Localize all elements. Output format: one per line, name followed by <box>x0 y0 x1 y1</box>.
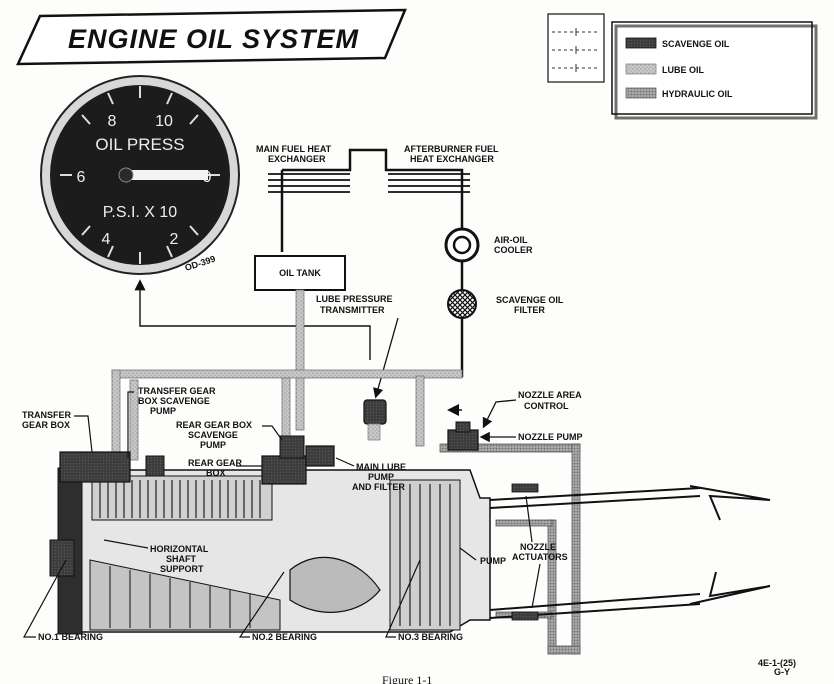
legend-swatch-hydraulic <box>626 88 656 98</box>
label-main-fuel-hx-1: MAIN FUEL HEAT <box>256 144 332 154</box>
gauge-tick-8: 8 <box>108 113 117 130</box>
gauge-units: P.S.I. X 10 <box>103 204 178 221</box>
label-rear-gear-box-1: REAR GEAR <box>188 458 243 468</box>
label-nozzle-area-control-2: CONTROL <box>524 401 569 411</box>
label-main-lube-pump-3: AND FILTER <box>352 482 405 492</box>
nozzle-pump <box>448 422 478 450</box>
label-no3-bearing: NO.3 BEARING <box>398 632 463 642</box>
figure-caption: Figure 1-1 <box>382 673 432 684</box>
diagram-title: ENGINE OIL SYSTEM <box>68 24 359 54</box>
label-rear-gear-box-2: BOX <box>206 468 226 478</box>
label-lube-transmitter-1: LUBE PRESSURE <box>316 294 393 304</box>
main-fuel-heat-exchanger <box>268 174 350 192</box>
label-oil-tank: OIL TANK <box>279 268 321 278</box>
lube-pressure-transmitter <box>364 400 386 424</box>
label-no1-bearing: NO.1 BEARING <box>38 632 103 642</box>
label-nozzle-area-control-1: NOZZLE AREA <box>518 390 582 400</box>
label-transfer-gear-box-1: TRANSFER <box>22 410 71 420</box>
gauge-tick-2: 2 <box>170 231 179 248</box>
label-horizontal-shaft-3: SUPPORT <box>160 564 204 574</box>
legend-label-lube: LUBE OIL <box>662 65 705 75</box>
label-tgb-scavenge-pump-1: TRANSFER GEAR <box>138 386 216 396</box>
label-nozzle-pump: NOZZLE PUMP <box>518 432 583 442</box>
label-rgb-scavenge-pump-2: SCAVENGE <box>188 430 238 440</box>
title-banner: ENGINE OIL SYSTEM <box>18 10 405 64</box>
gauge-tick-4: 4 <box>102 231 111 248</box>
legend: SCAVENGE OIL LUBE OIL HYDRAULIC OIL <box>548 14 816 118</box>
air-oil-cooler <box>446 229 478 261</box>
label-main-lube-pump-1: MAIN LUBE <box>356 462 406 472</box>
legend-swatch-scavenge <box>626 38 656 48</box>
engine-body <box>58 468 490 634</box>
label-air-oil-cooler-1: AIR-OIL <box>494 235 528 245</box>
main-lube-pump <box>306 446 334 466</box>
label-air-oil-cooler-2: COOLER <box>494 245 533 255</box>
label-horizontal-shaft-2: SHAFT <box>166 554 196 564</box>
afterburner-fuel-heat-exchanger <box>388 174 470 192</box>
label-pump: PUMP <box>480 556 506 566</box>
label-rgb-scavenge-pump-1: REAR GEAR BOX <box>176 420 252 430</box>
legend-swatch-lube <box>626 64 656 74</box>
label-rgb-scavenge-pump-3: PUMP <box>200 440 226 450</box>
label-nozzle-actuators-1: NOZZLE <box>520 542 556 552</box>
gauge-tick-6: 6 <box>77 169 86 186</box>
label-main-fuel-hx-2: EXCHANGER <box>268 154 326 164</box>
label-tgb-scavenge-pump-2: BOX SCAVENGE <box>138 396 210 406</box>
label-transfer-gear-box-2: GEAR BOX <box>22 420 70 430</box>
label-scavenge-filter-1: SCAVENGE OIL <box>496 295 564 305</box>
transfer-gear-box-scavenge-pump <box>146 456 164 476</box>
label-scavenge-filter-2: FILTER <box>514 305 545 315</box>
label-tgb-scavenge-pump-3: PUMP <box>150 406 176 416</box>
label-lube-transmitter-2: TRANSMITTER <box>320 305 385 315</box>
legend-label-hydraulic: HYDRAULIC OIL <box>662 89 733 99</box>
label-no2-bearing: NO.2 BEARING <box>252 632 317 642</box>
rear-gear-box <box>262 436 306 484</box>
oil-pressure-gauge: OIL PRESS P.S.I. X 10 8 10 6 0 4 2 OD-39… <box>41 76 239 274</box>
figure-code-2: G-Y <box>774 667 790 677</box>
label-ab-fuel-hx-1: AFTERBURNER FUEL <box>404 144 499 154</box>
gauge-needle <box>126 170 208 180</box>
label-horizontal-shaft-1: HORIZONTAL <box>150 544 209 554</box>
scavenge-oil-filter <box>448 290 476 318</box>
label-main-lube-pump-2: PUMP <box>368 472 394 482</box>
gauge-tick-10: 10 <box>155 113 173 130</box>
label-ab-fuel-hx-2: HEAT EXCHANGER <box>410 154 494 164</box>
label-nozzle-actuators-2: ACTUATORS <box>512 552 568 562</box>
gauge-label: OIL PRESS <box>95 135 184 154</box>
legend-label-scavenge: SCAVENGE OIL <box>662 39 730 49</box>
